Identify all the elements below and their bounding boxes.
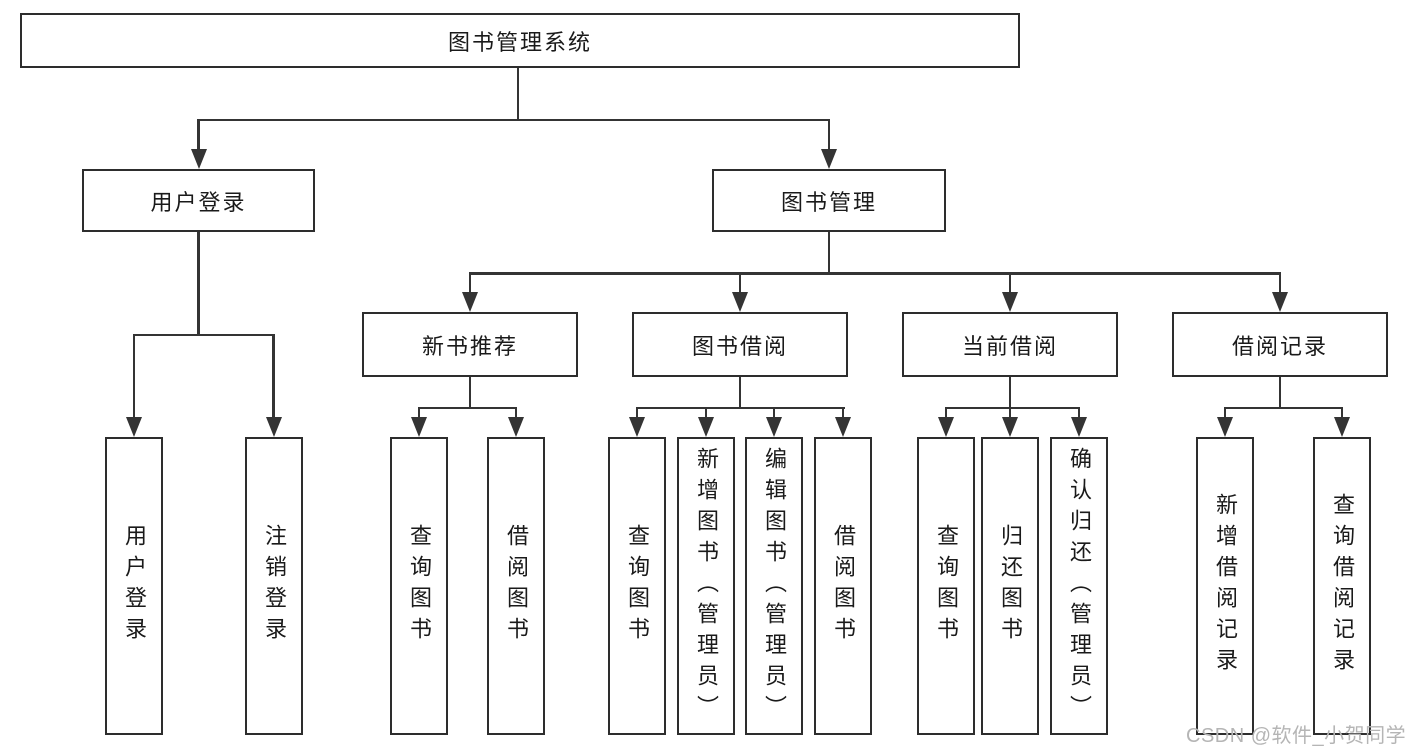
- arrow-down-icon: [629, 417, 645, 437]
- leaf-current-return-books: 归还图书: [981, 437, 1039, 735]
- leaf-current-return-books-label: 归还图书: [998, 524, 1023, 648]
- connector-line: [1008, 377, 1012, 408]
- csdn-watermark: CSDN @软件_小贺同学: [1186, 725, 1405, 747]
- connector-line: [272, 333, 275, 419]
- connector-line: [841, 406, 845, 420]
- leaf-user-login: 用户登录: [105, 437, 163, 735]
- connector-line: [1223, 406, 1227, 420]
- arrow-down-icon: [698, 417, 714, 437]
- node-book-management: 图书管理: [712, 169, 946, 232]
- leaf-borrow-query-books: 查询图书: [608, 437, 666, 735]
- connector-line: [1278, 272, 1282, 296]
- arrow-down-icon: [126, 417, 142, 437]
- arrow-down-icon: [938, 417, 954, 437]
- leaf-logout-label: 注销登录: [262, 524, 287, 648]
- connector-line: [635, 406, 845, 409]
- node-book-management-label: 图书管理: [780, 189, 877, 215]
- connector-line: [468, 272, 472, 296]
- connector-line: [1008, 272, 1012, 296]
- connector-line: [197, 232, 200, 335]
- connector-line: [827, 118, 831, 153]
- leaf-current-query-books-label: 查询图书: [934, 524, 959, 648]
- connector-line: [417, 406, 421, 420]
- connector-line: [635, 406, 639, 420]
- leaf-recommend-query-books: 查询图书: [390, 437, 448, 735]
- arrow-down-icon: [1217, 417, 1233, 437]
- node-user-login-label: 用户登录: [150, 189, 247, 215]
- node-new-book-recommend-label: 新书推荐: [421, 333, 518, 359]
- connector-line: [516, 68, 520, 119]
- arrow-down-icon: [1071, 417, 1087, 437]
- leaf-recommend-borrow-books: 借阅图书: [487, 437, 545, 735]
- node-borrow-records: 借阅记录: [1172, 312, 1388, 377]
- node-root-label: 图书管理系统: [447, 29, 592, 55]
- connector-line: [197, 118, 200, 153]
- arrow-down-icon: [732, 292, 748, 312]
- arrow-down-icon: [1334, 417, 1350, 437]
- leaf-recommend-borrow-books-label: 借阅图书: [504, 524, 529, 648]
- connector-line: [1340, 406, 1344, 420]
- node-book-borrow: 图书借阅: [632, 312, 848, 377]
- connector-line: [197, 118, 831, 121]
- leaf-current-confirm-return-admin-label: 确认归还（管理员）: [1067, 446, 1092, 726]
- leaf-borrow-borrow-books: 借阅图书: [814, 437, 872, 735]
- connector-line: [514, 406, 518, 420]
- connector-line: [1008, 406, 1012, 420]
- arrow-down-icon: [411, 417, 427, 437]
- connector-line: [1077, 406, 1081, 420]
- connector-line: [132, 333, 276, 336]
- leaf-borrow-add-books-admin: 新增图书（管理员）: [677, 437, 735, 735]
- connector-line: [1223, 406, 1344, 409]
- arrow-down-icon: [1002, 292, 1018, 312]
- node-borrow-records-label: 借阅记录: [1231, 333, 1328, 359]
- node-current-borrow-label: 当前借阅: [961, 333, 1058, 359]
- node-root: 图书管理系统: [20, 13, 1020, 68]
- connector-line: [1278, 377, 1282, 408]
- connector-line: [468, 272, 1282, 275]
- connector-line: [417, 406, 518, 409]
- leaf-user-login-label: 用户登录: [122, 524, 147, 648]
- arrow-down-icon: [190, 149, 207, 169]
- leaf-records-add-record: 新增借阅记录: [1196, 437, 1254, 735]
- node-book-borrow-label: 图书借阅: [691, 333, 788, 359]
- connector-line: [704, 406, 708, 420]
- leaf-borrow-edit-books-admin-label: 编辑图书（管理员）: [762, 446, 787, 726]
- arrow-down-icon: [265, 417, 282, 437]
- leaf-borrow-borrow-books-label: 借阅图书: [831, 524, 856, 648]
- arrow-down-icon: [462, 292, 478, 312]
- leaf-records-add-record-label: 新增借阅记录: [1213, 493, 1238, 679]
- leaf-borrow-edit-books-admin: 编辑图书（管理员）: [745, 437, 803, 735]
- arrow-down-icon: [1002, 417, 1018, 437]
- connector-line: [944, 406, 1081, 409]
- leaf-records-query-record-label: 查询借阅记录: [1330, 493, 1355, 679]
- connector-line: [132, 333, 136, 419]
- leaf-borrow-add-books-admin-label: 新增图书（管理员）: [694, 446, 719, 726]
- arrow-down-icon: [766, 417, 782, 437]
- arrow-down-icon: [835, 417, 851, 437]
- connector-line: [738, 272, 742, 296]
- connector-line: [827, 232, 831, 273]
- leaf-current-query-books: 查询图书: [917, 437, 975, 735]
- leaf-current-confirm-return-admin: 确认归还（管理员）: [1050, 437, 1108, 735]
- leaf-recommend-query-books-label: 查询图书: [407, 524, 432, 648]
- node-new-book-recommend: 新书推荐: [362, 312, 578, 377]
- connector-line: [944, 406, 948, 420]
- leaf-borrow-query-books-label: 查询图书: [625, 524, 650, 648]
- arrow-down-icon: [1272, 292, 1288, 312]
- leaf-logout: 注销登录: [245, 437, 303, 735]
- node-current-borrow: 当前借阅: [902, 312, 1118, 377]
- connector-line: [468, 377, 472, 408]
- connector-line: [772, 406, 776, 420]
- leaf-records-query-record: 查询借阅记录: [1313, 437, 1371, 735]
- connector-line: [738, 377, 742, 408]
- arrow-down-icon: [508, 417, 524, 437]
- node-user-login: 用户登录: [82, 169, 315, 232]
- arrow-down-icon: [821, 149, 837, 169]
